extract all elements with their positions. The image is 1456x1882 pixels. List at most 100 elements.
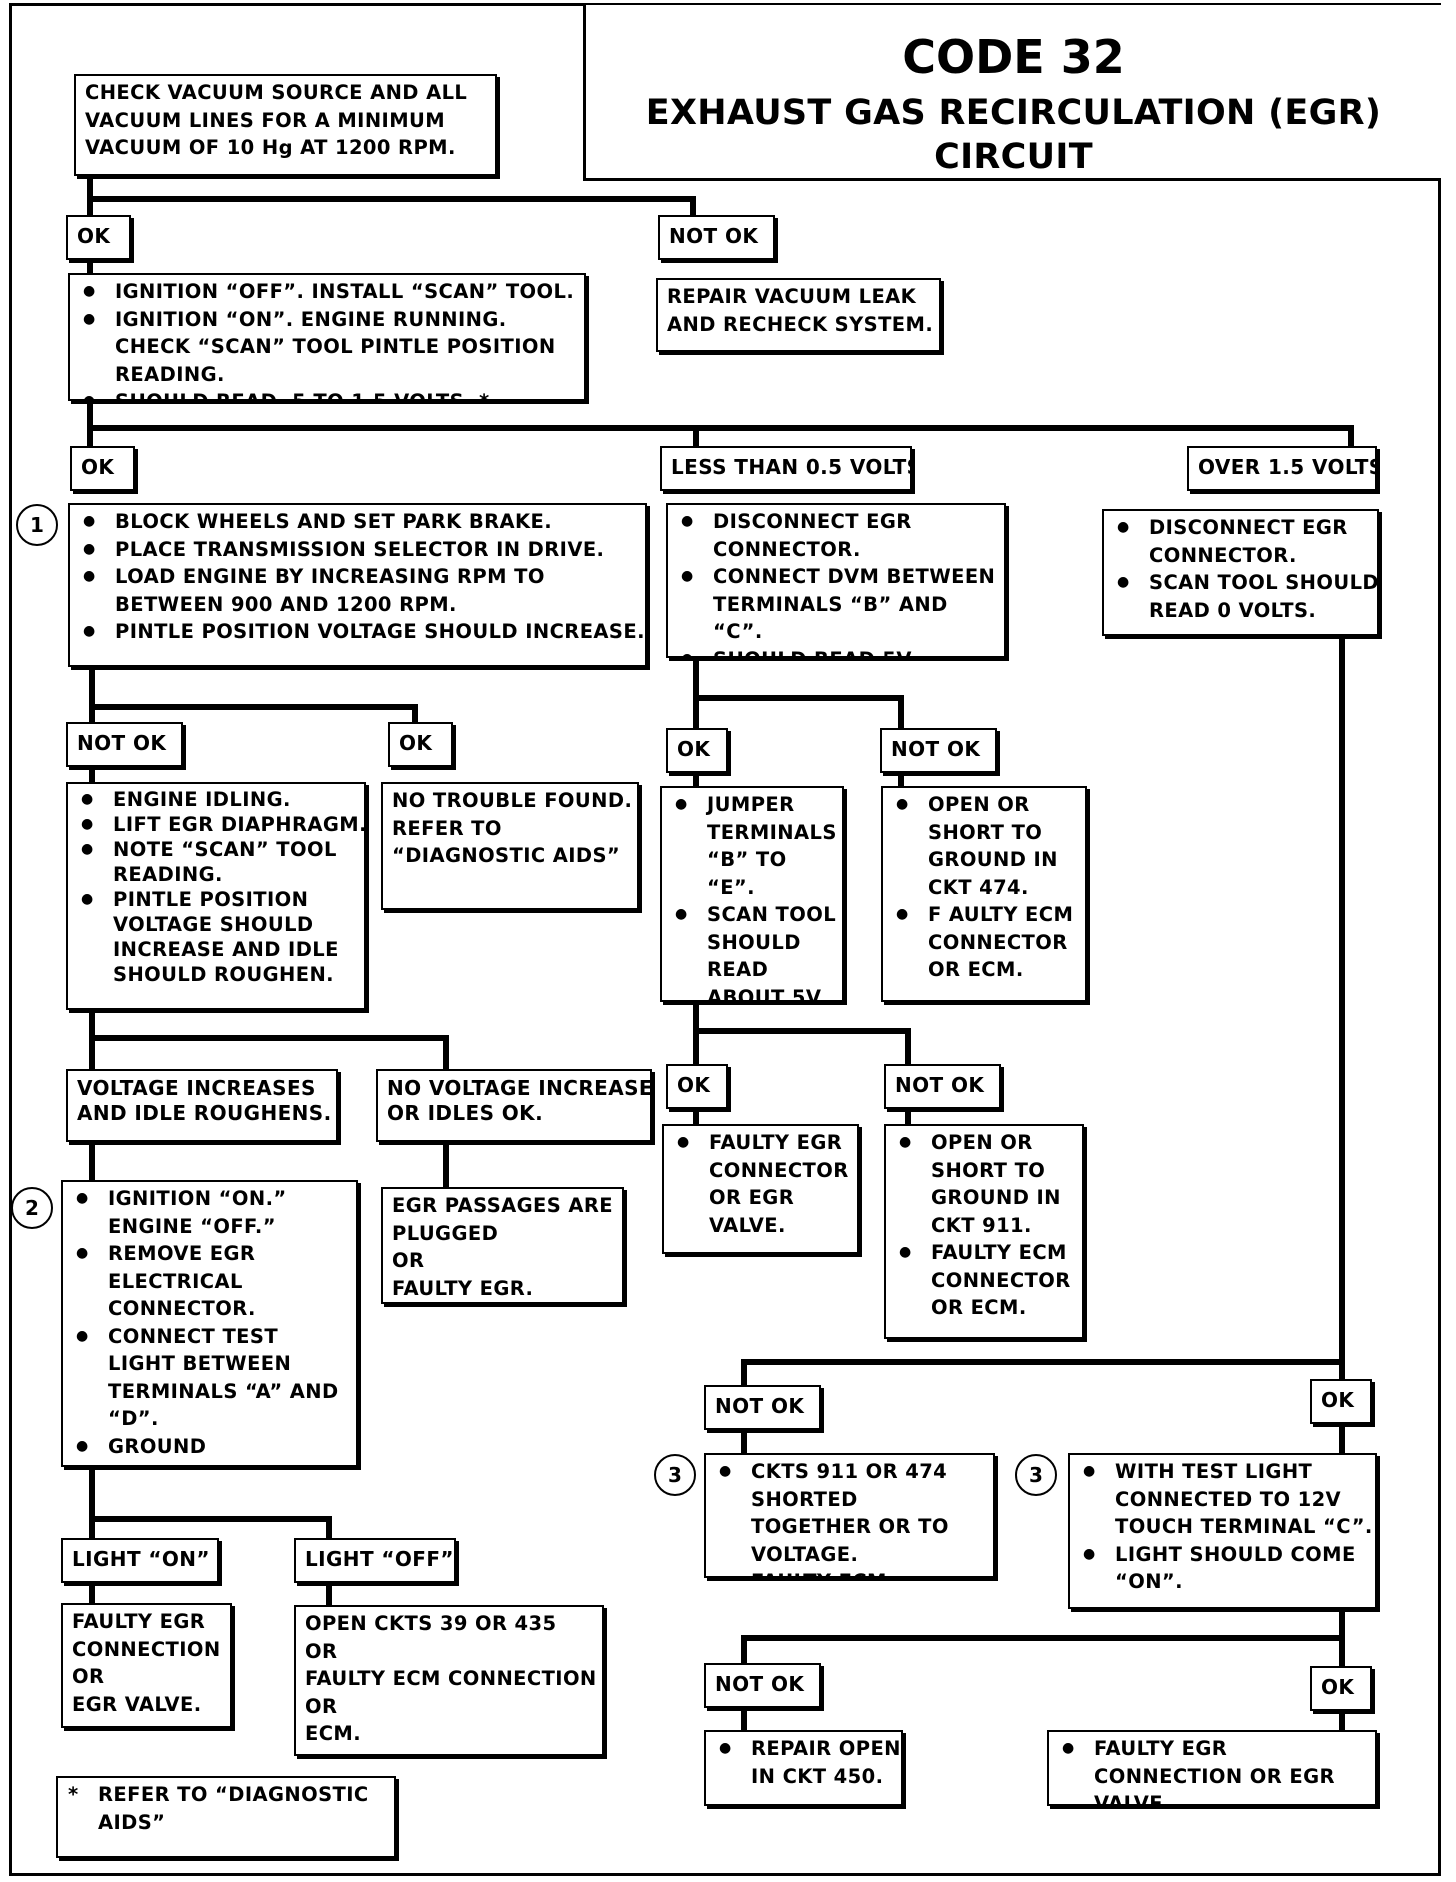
step-bullet: LIFT EGR DIAPHRAGM. — [77, 812, 364, 837]
repair-vacuum-box: REPAIR VACUUM LEAK AND RECHECK SYSTEM. — [656, 278, 941, 352]
block-wheels-box: BLOCK WHEELS AND SET PARK BRAKE. PLACE T… — [68, 503, 647, 667]
text-line: EGR PASSAGES ARE — [392, 1194, 614, 1217]
step-bullet: REPAIR OPEN IN CKT 450. — [715, 1735, 901, 1790]
step-marker-3b: 3 — [1015, 1454, 1057, 1496]
text-line: EGR VALVE. — [72, 1692, 202, 1716]
ok-label-1: OK — [66, 215, 131, 260]
ignition-on-box: IGNITION “ON.” ENGINE “OFF.” REMOVE EGR … — [61, 1180, 358, 1467]
step-bullet: GROUND DIAGNOSTIC TEST TERMINAL. — [72, 1433, 348, 1466]
idle-test-box: ENGINE IDLING. LIFT EGR DIAPHRAGM. NOTE … — [66, 782, 366, 1010]
not-ok-label-7: NOT OK — [704, 1663, 821, 1708]
light-on-label: LIGHT “ON” — [61, 1538, 219, 1583]
ok-label-3: OK — [388, 722, 453, 767]
not-ok-label-1: NOT OK — [658, 215, 775, 260]
text-line: FAULTY EGR — [72, 1610, 206, 1633]
text-line: OR — [305, 1639, 338, 1663]
faulty-connector-valve-box: FAULTY EGR CONNECTOR OR EGR VALVE. — [662, 1124, 859, 1254]
ok-label-5: OK — [666, 1064, 728, 1109]
step-bullet: LIGHT SHOULD COME “ON”. — [1079, 1541, 1375, 1596]
open-911-box: OPEN OR SHORT TO GROUND IN CKT 911. FAUL… — [884, 1124, 1084, 1339]
text-line: CONNECTION — [72, 1637, 221, 1661]
text-line: FAULTY EGR. — [392, 1276, 534, 1300]
ok-label-7: OK — [1310, 1666, 1372, 1711]
text-line: OR — [392, 1249, 425, 1272]
text-line: REPAIR VACUUM LEAK — [667, 285, 917, 308]
step-bullet: LOAD ENGINE BY INCREASING RPM TO BETWEEN… — [79, 563, 635, 618]
not-ok-label-3: NOT OK — [66, 722, 183, 767]
step-bullet: FAULTY EGR CONNECTION OR EGR VALVE. — [1058, 1735, 1374, 1804]
less-than-label: LESS THAN 0.5 VOLTS — [660, 446, 912, 491]
open-474-box: OPEN OR SHORT TO GROUND IN CKT 474. F AU… — [881, 786, 1087, 1002]
not-ok-label-5: NOT OK — [884, 1064, 1001, 1109]
no-trouble-box: NO TROUBLE FOUND. REFER TO “DIAGNOSTIC A… — [381, 782, 639, 910]
text-line: ECM. — [305, 1722, 362, 1745]
step-bullet: SCAN TOOL SHOULD READ 0 VOLTS. — [1113, 569, 1377, 624]
step-bullet: BLOCK WHEELS AND SET PARK BRAKE. — [79, 508, 636, 536]
scan-tool-box: IGNITION “OFF”. INSTALL “SCAN” TOOL. IGN… — [68, 273, 586, 401]
text-line: AND RECHECK SYSTEM. — [667, 312, 934, 336]
text-line: FAULTY ECM CONNECTION — [305, 1667, 597, 1690]
step-bullet: OPEN OR SHORT TO GROUND IN CKT 911. — [895, 1129, 1081, 1239]
open-ckts-39-box: OPEN CKTS 39 OR 435 OR FAULTY ECM CONNEC… — [294, 1605, 604, 1756]
step-bullet: WITH TEST LIGHT CONNECTED TO 12V TOUCH T… — [1079, 1458, 1375, 1541]
not-ok-label-4: NOT OK — [880, 728, 997, 773]
step-bullet: ENGINE IDLING. — [77, 787, 355, 812]
step-bullet: REMOVE EGR ELECTRICAL CONNECTOR. — [72, 1240, 338, 1323]
faulty-egr-valve-box: FAULTY EGR CONNECTION OR EGR VALVE. — [1047, 1730, 1377, 1806]
footnote-box: * REFER TO “DIAGNOSTIC AIDS” — [56, 1776, 396, 1858]
ok-label-6: OK — [1310, 1379, 1372, 1424]
disconnect-over-box: DISCONNECT EGR CONNECTOR. SCAN TOOL SHOU… — [1102, 509, 1379, 636]
faulty-egr-connection-box: FAULTY EGR CONNECTION OR EGR VALVE. — [61, 1603, 232, 1728]
text-line: “DIAGNOSTIC AIDS” — [392, 844, 621, 867]
jumper-box: JUMPER TERMINALS “B” TO “E”. SCAN TOOL S… — [660, 786, 844, 1002]
step-bullet: SHOULD READ .5 TO 1.5 VOLTS. * — [79, 388, 575, 399]
circuit-subtitle: EXHAUST GAS RECIRCULATION (EGR) CIRCUIT — [645, 93, 1382, 177]
ckts-shorted-box: CKTS 911 OR 474 SHORTED TOGETHER OR TO V… — [704, 1453, 995, 1578]
step-bullet: OPEN OR SHORT TO GROUND IN CKT 474. — [892, 791, 1078, 901]
step-bullet: DISCONNECT EGR CONNECTOR. — [677, 508, 973, 563]
light-off-label: LIGHT “OFF” — [294, 1538, 456, 1583]
text-line: VACUUM LINES FOR A MINIMUM — [85, 108, 446, 132]
text-line: CHECK VACUUM SOURCE AND ALL — [85, 81, 468, 104]
page-frame — [9, 3, 1441, 1876]
text-line: NO TROUBLE FOUND. — [392, 789, 633, 812]
repair-450-box: REPAIR OPEN IN CKT 450. — [704, 1730, 903, 1806]
step-bullet: PINTLE POSITION VOLTAGE SHOULD INCREASE … — [77, 887, 343, 987]
ok-label-2: OK — [70, 446, 135, 491]
step-bullet: FAULTY ECM. — [715, 1568, 984, 1576]
step-marker-2: 2 — [11, 1187, 53, 1229]
voltage-increases-label: VOLTAGE INCREASES AND IDLE ROUGHENS. — [66, 1069, 338, 1142]
test-light-12v-box: WITH TEST LIGHT CONNECTED TO 12V TOUCH T… — [1068, 1453, 1377, 1609]
over-label: OVER 1.5 VOLTS — [1187, 446, 1377, 491]
footnote-line: REFER TO “DIAGNOSTIC — [98, 1783, 369, 1806]
step-bullet: NOTE “SCAN” TOOL READING. — [77, 837, 343, 887]
disconnect-dvm-box: DISCONNECT EGR CONNECTOR. CONNECT DVM BE… — [666, 503, 1006, 658]
no-voltage-increase-label: NO VOLTAGE INCREASE OR IDLES OK. — [376, 1069, 652, 1142]
step-bullet: JUMPER TERMINALS “B” TO “E”. — [671, 791, 837, 901]
step-bullet: IGNITION “ON.” ENGINE “OFF.” — [72, 1185, 338, 1240]
step-bullet: FAULTY EGR CONNECTOR OR EGR VALVE. — [673, 1129, 857, 1239]
text-line: OR — [305, 1694, 338, 1718]
footnote-line: AIDS” — [98, 1810, 166, 1834]
asterisk: * — [68, 1783, 79, 1806]
text-line: VACUUM OF 10 Hg AT 1200 RPM. — [85, 136, 456, 159]
step-bullet: F AULTY ECM CONNECTOR OR ECM. — [892, 901, 1078, 984]
step-bullet: FAULTY ECM CONNECTOR OR ECM. — [895, 1239, 1081, 1322]
step-bullet: CONNECT TEST LIGHT BETWEEN TERMINALS “A”… — [72, 1323, 348, 1433]
step-bullet: CONNECT DVM BETWEEN TERMINALS “B” AND “C… — [677, 563, 1003, 646]
plugged-box: EGR PASSAGES ARE PLUGGED OR FAULTY EGR. — [381, 1187, 624, 1304]
text-line: REFER TO — [392, 816, 502, 840]
step-bullet: PLACE TRANSMISSION SELECTOR IN DRIVE. — [79, 536, 636, 564]
text-line: PLUGGED — [392, 1221, 499, 1245]
text-line: OPEN CKTS 39 OR 435 — [305, 1612, 557, 1635]
step-bullet: CKTS 911 OR 474 SHORTED TOGETHER OR TO V… — [715, 1458, 981, 1568]
ok-label-4: OK — [666, 728, 728, 773]
step-marker-3a: 3 — [654, 1454, 696, 1496]
step-marker-1: 1 — [16, 504, 58, 546]
step-bullet: IGNITION “ON”. ENGINE RUNNING. CHECK “SC… — [79, 306, 575, 389]
title-block: CODE 32 EXHAUST GAS RECIRCULATION (EGR) … — [583, 5, 1441, 181]
check-vacuum-box: CHECK VACUUM SOURCE AND ALL VACUUM LINES… — [74, 74, 497, 176]
not-ok-label-6: NOT OK — [704, 1385, 821, 1430]
